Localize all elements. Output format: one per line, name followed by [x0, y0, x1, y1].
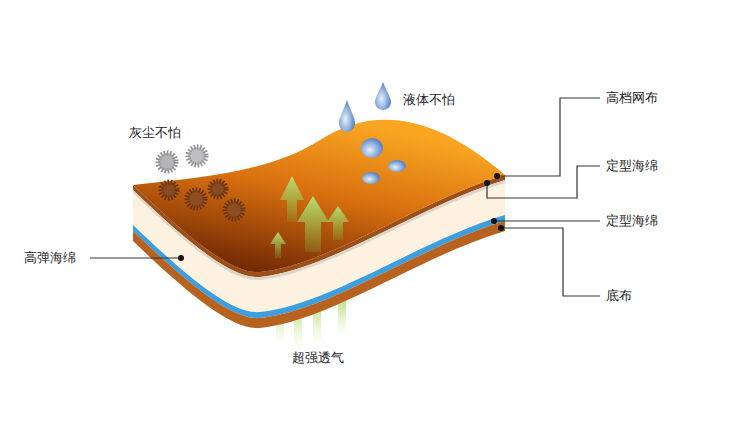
dust-balls [158, 147, 243, 219]
leader-dots [178, 173, 504, 261]
water-drops [339, 82, 406, 184]
part-label: 定型海绵 [606, 213, 658, 229]
leader-lines [90, 98, 600, 296]
part-label: 灰尘不怕 [129, 125, 181, 141]
part-label: 超强透气 [292, 350, 344, 366]
part-label: 定型海绵 [606, 158, 658, 174]
part-label: 高弹海绵 [24, 250, 76, 266]
mesh-surface [133, 120, 505, 272]
part-label: 底布 [606, 288, 632, 304]
part-label: 液体不怕 [403, 92, 455, 108]
air-arrows [270, 176, 349, 258]
part-label: 高档网布 [606, 90, 658, 106]
